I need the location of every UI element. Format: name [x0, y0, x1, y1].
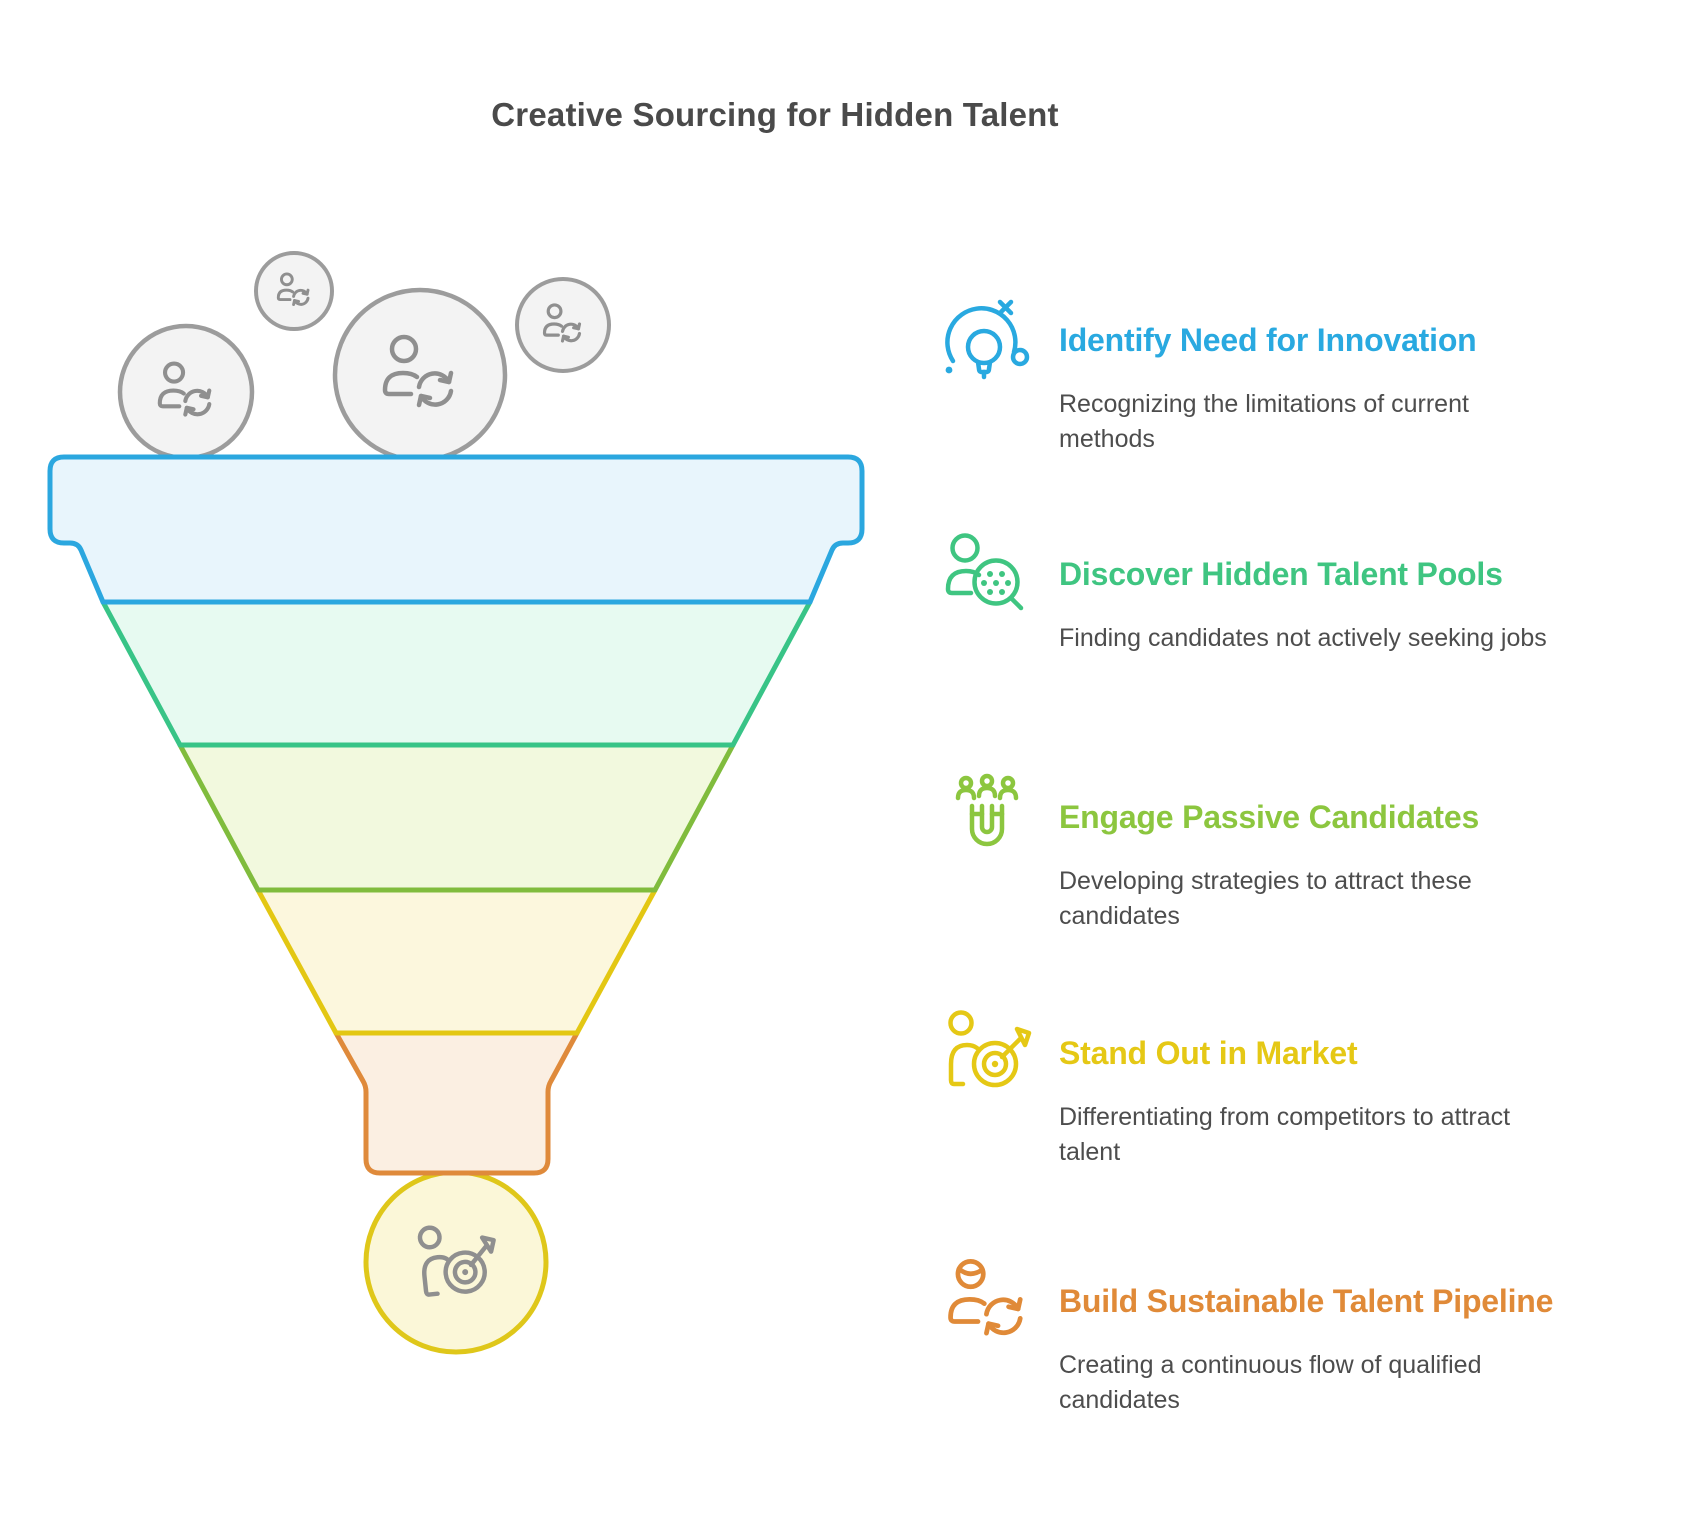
- step-description: Finding candidates not actively seeking …: [1059, 624, 1547, 652]
- candidate-bubble: [117, 323, 255, 461]
- step-title: Identify Need for Innovation: [1059, 322, 1477, 358]
- person-magnifier-icon: [940, 527, 1035, 622]
- funnel-outlet: [363, 1169, 549, 1355]
- step-description: Recognizing the limitations of current m…: [1059, 390, 1469, 453]
- candidate-bubble: [515, 277, 611, 373]
- step-3: Engage Passive Candidates Developing str…: [940, 770, 1629, 934]
- step-2: Discover Hidden Talent Pools Finding can…: [940, 527, 1629, 656]
- funnel-stage-2: [100, 599, 813, 748]
- funnel-stage-5: [333, 1030, 580, 1176]
- step-4: Stand Out in Market Differentiating from…: [940, 1006, 1629, 1170]
- step-1: Identify Need for Innovation Recognizing…: [940, 293, 1629, 457]
- page-title: Creative Sourcing for Hidden Talent: [491, 96, 1059, 133]
- candidate-bubbles: [117, 251, 611, 463]
- step-5: Build Sustainable Talent Pipeline Creati…: [940, 1254, 1629, 1418]
- step-title: Build Sustainable Talent Pipeline: [1059, 1283, 1554, 1319]
- step-title: Discover Hidden Talent Pools: [1059, 556, 1503, 592]
- person-sync-icon: [940, 1254, 1035, 1349]
- step-description: Creating a continuous flow of qualified …: [1059, 1351, 1482, 1414]
- step-description: Developing strategies to attract these c…: [1059, 867, 1472, 930]
- funnel-stage-3: [177, 742, 736, 893]
- lightbulb-innovation-icon: [940, 293, 1035, 388]
- talent-funnel-diagram: [47, 251, 865, 1355]
- candidate-bubble: [254, 251, 334, 331]
- step-title: Engage Passive Candidates: [1059, 799, 1480, 835]
- funnel-stages: [47, 454, 865, 1176]
- funnel-stage-1: [47, 454, 865, 605]
- funnel-stage-4: [255, 887, 658, 1036]
- magnet-people-icon: [940, 770, 1035, 865]
- step-description: Differentiating from competitors to attr…: [1059, 1103, 1511, 1166]
- candidate-bubble: [332, 287, 508, 463]
- step-title: Stand Out in Market: [1059, 1035, 1358, 1071]
- person-target-icon: [940, 1006, 1035, 1101]
